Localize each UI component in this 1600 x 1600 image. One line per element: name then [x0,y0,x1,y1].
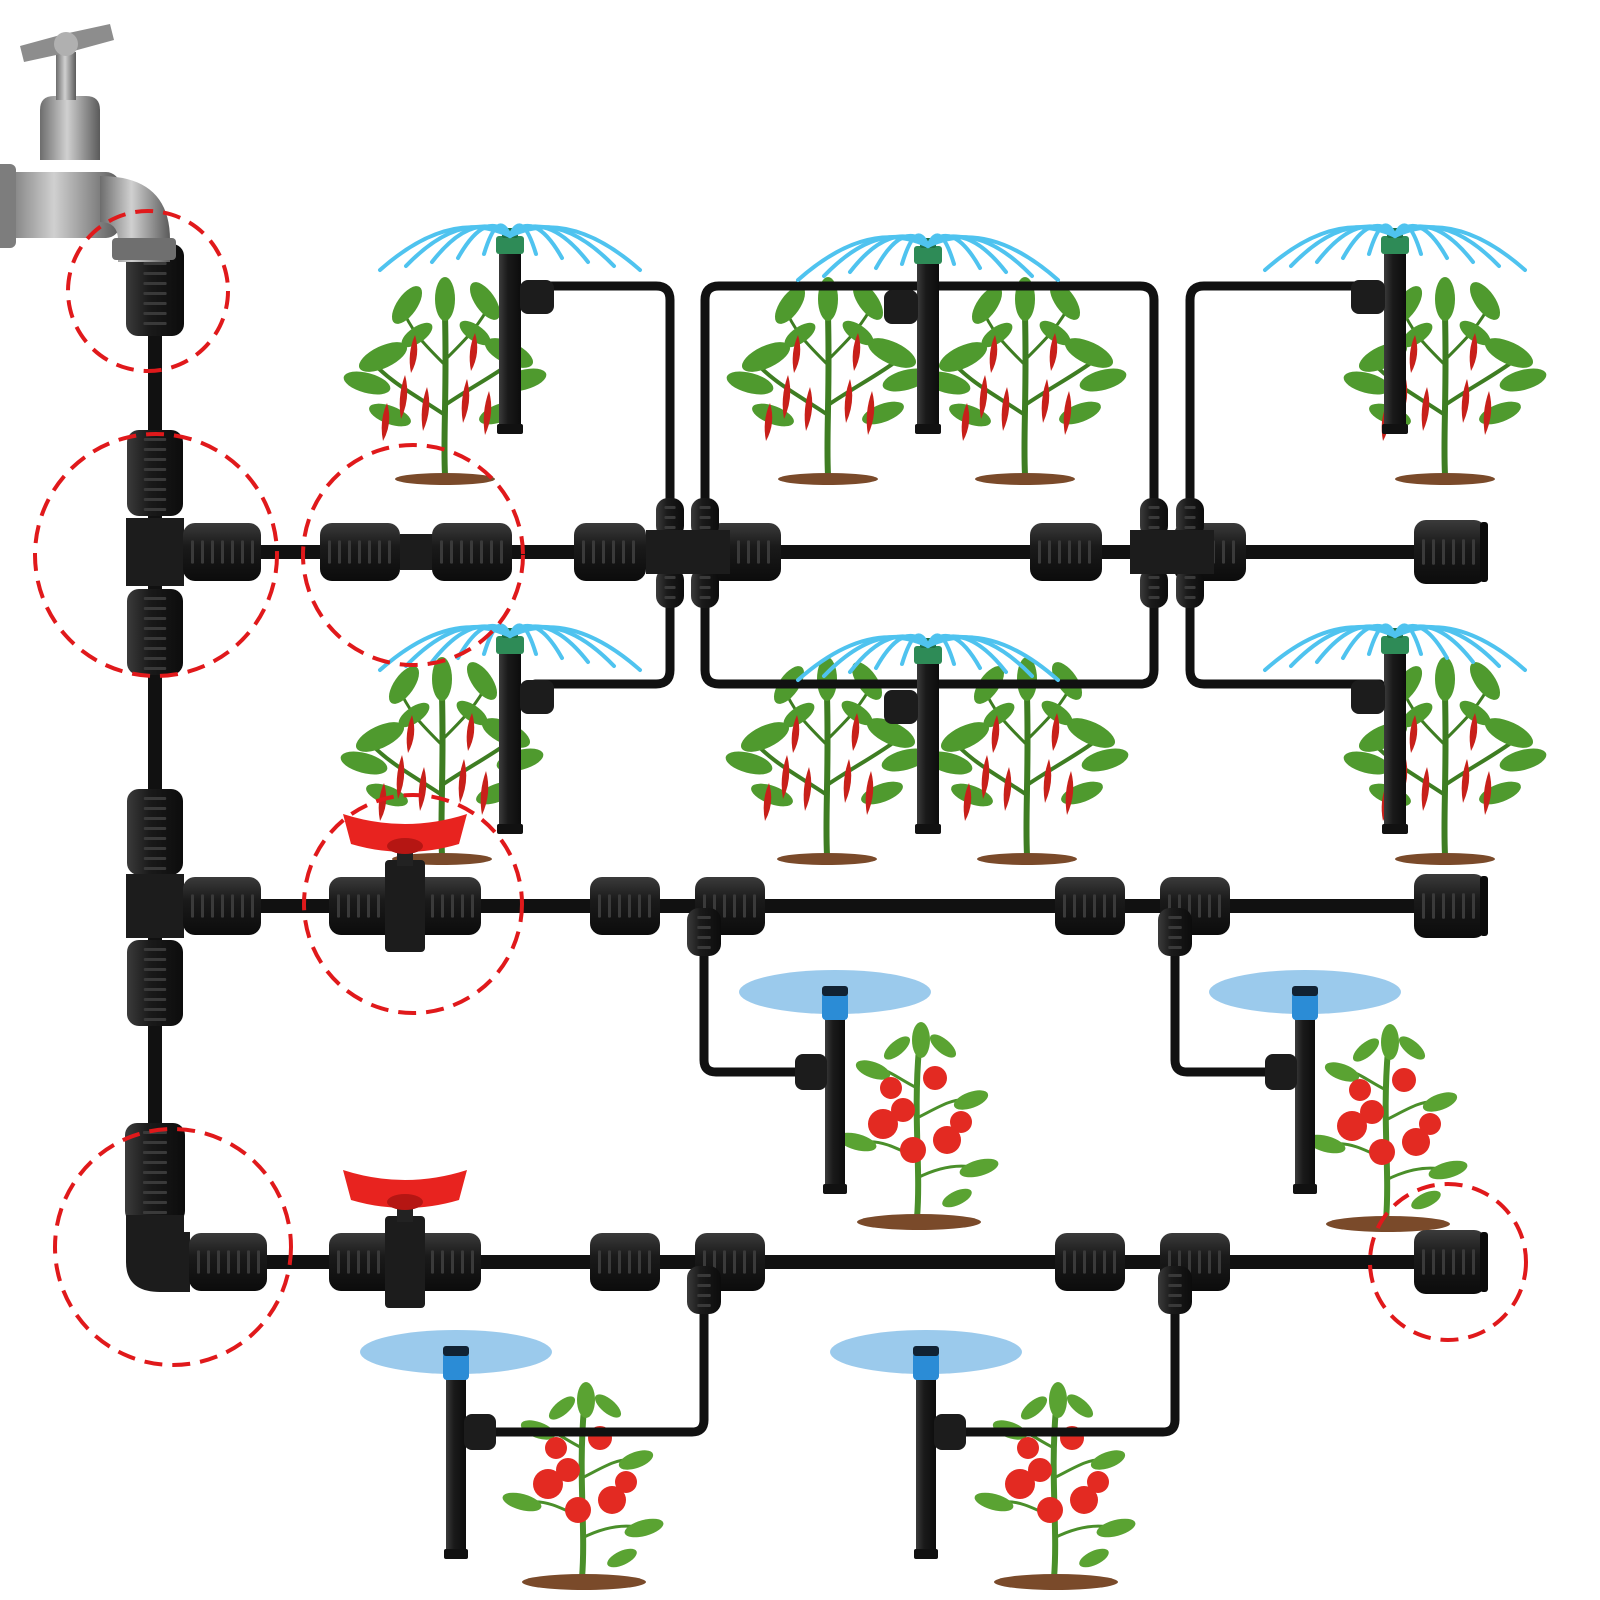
tube [961,1281,1180,1437]
tomato-plant-icon [501,1382,666,1590]
elbow-connector-icon [125,1123,185,1223]
tee-body [126,518,184,586]
tee-connector-icon [1055,877,1125,935]
straight-coupler-icon [432,523,512,581]
tee-body [126,874,184,938]
tee-branch-nut [1158,908,1192,956]
tee-connector-icon [590,1233,660,1291]
pepper-plant-icon [921,277,1129,485]
tee-branch-nut [687,908,721,956]
tee-connector-icon [127,589,183,675]
360-spray-sprinkler-icon [378,223,642,434]
tee-branch-nut [1176,498,1204,538]
tee-connector-icon [127,940,183,1026]
tee-branch-nut [656,568,684,608]
highlight-layer [33,209,1528,1367]
mist-sprinkler-icon [830,1330,1022,1559]
mist-sprinkler-icon [739,970,931,1194]
faucet-icon [0,24,176,262]
elbow-body [126,1215,190,1292]
spray-jets [796,633,1060,682]
360-spray-sprinkler-icon [796,633,1060,834]
tee-branch-nut [656,498,684,538]
tube [530,580,675,689]
tee-branch-nut [1140,568,1168,608]
tee-connector-icon [590,877,660,935]
highlight-circle [53,1127,293,1367]
tube [491,1281,709,1437]
tee-connector-icon [1055,1233,1125,1291]
360-spray-sprinkler-icon [378,623,642,834]
tube [530,281,675,525]
end-cap-icon [1414,874,1488,938]
tube [1185,580,1385,689]
highlight-circle [301,443,525,667]
tee-connector-icon [127,789,183,875]
tomato-plant-icon [1305,1024,1470,1232]
360-spray-sprinkler-icon [1263,223,1527,434]
tee-branch-nut [691,498,719,538]
spray-jets [378,623,642,672]
tee-branch-nut [687,1266,721,1314]
tap-adapter [126,244,184,336]
straight-coupler-icon [320,523,400,581]
tee-outlet [183,877,261,935]
tube [699,925,815,1077]
highlight-circle [1368,1182,1528,1342]
end-cap-icon [1414,1230,1488,1294]
shutoff-valve-icon [329,814,481,952]
mist-sprinkler-icon [1209,970,1401,1194]
tee-body [646,530,730,574]
spray-jets [796,233,1060,282]
tube [148,293,1487,1269]
tee-branch-nut [1158,1266,1192,1314]
tee-body [1130,530,1214,574]
sprinkler-layer [360,223,1527,1559]
tube [1185,281,1385,525]
tube [1170,925,1285,1077]
360-spray-sprinkler-icon [1263,623,1527,834]
faucet-layer [0,24,176,262]
elbow-outlet [189,1233,267,1291]
tee-branch-nut [1176,568,1204,608]
highlight-circle [66,209,230,373]
tee-connector-icon [1030,523,1102,581]
tee-branch-nut [1140,498,1168,538]
tomato-plant-icon [836,1022,1001,1230]
shutoff-valve-icon [329,1170,481,1308]
end-cap-icon [1414,520,1488,584]
360-spray-sprinkler-icon [796,233,1060,434]
highlight-circle [302,793,524,1015]
fitting-layer [125,244,1488,1314]
spray-jets [1263,223,1527,272]
tee-connector-icon [574,523,646,581]
spray-jets [1263,623,1527,672]
tee-connector-icon [127,430,183,516]
tee-outlet [183,523,261,581]
spray-jets [378,223,642,272]
tomato-plant-icon [973,1382,1138,1590]
highlight-circle [33,432,279,678]
mist-sprinkler-icon [360,1330,552,1559]
tee-branch-nut [691,568,719,608]
